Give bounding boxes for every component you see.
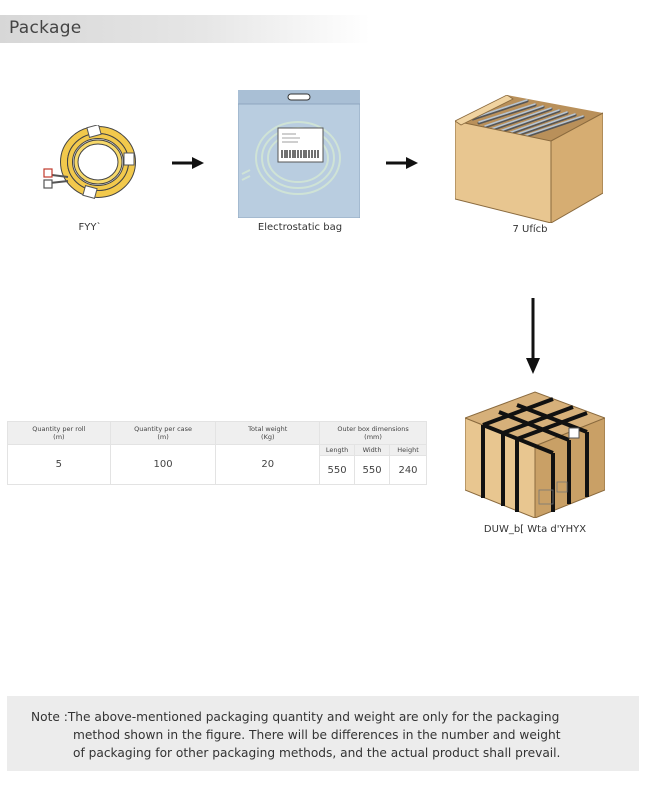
- step-label-outer-carton: DUW_b[ Wta d'YHYX: [483, 524, 587, 535]
- cell-qty-case: 100: [109, 444, 217, 485]
- section-header: Package: [0, 15, 370, 43]
- step-label-bag: Electrostatic bag: [257, 222, 343, 233]
- cell-qty-roll: 5: [7, 444, 111, 485]
- cell-width: 550: [354, 455, 390, 485]
- strapped-carton-icon: [465, 378, 605, 518]
- note-box: Note :The above-mentioned packaging quan…: [7, 696, 639, 771]
- cell-height: 240: [389, 455, 427, 485]
- cable-coil-icon: [38, 125, 148, 203]
- header-qty-roll: Quantity per roll (m): [7, 421, 111, 445]
- spec-table: Quantity per roll (m) Quantity per case …: [7, 421, 427, 485]
- subheader-width: Width: [354, 444, 390, 456]
- header-total-weight: Total weight (Kg): [215, 421, 321, 445]
- subheader-length: Length: [319, 444, 356, 456]
- step-label-coil: FYY`: [78, 222, 102, 233]
- arrow-right-icon: [386, 157, 418, 169]
- electrostatic-bag-icon: [238, 90, 360, 218]
- subheader-height: Height: [389, 444, 427, 456]
- cell-length: 550: [319, 455, 356, 485]
- open-carton-icon: [455, 95, 603, 223]
- arrow-down-icon: [526, 298, 540, 374]
- note-line-3: of packaging for other packaging methods…: [73, 746, 561, 760]
- note-line-2: method shown in the figure. There will b…: [73, 728, 561, 742]
- header-qty-case: Quantity per case (m): [109, 421, 217, 445]
- note-line-1: Note :The above-mentioned packaging quan…: [31, 710, 560, 724]
- header-outer-box: Outer box dimensions (mm): [319, 421, 427, 445]
- cell-total-weight: 20: [215, 444, 321, 485]
- page-title: Package: [9, 18, 82, 38]
- step-label-carton: 7 Ufícb: [512, 224, 548, 235]
- arrow-right-icon: [172, 157, 204, 169]
